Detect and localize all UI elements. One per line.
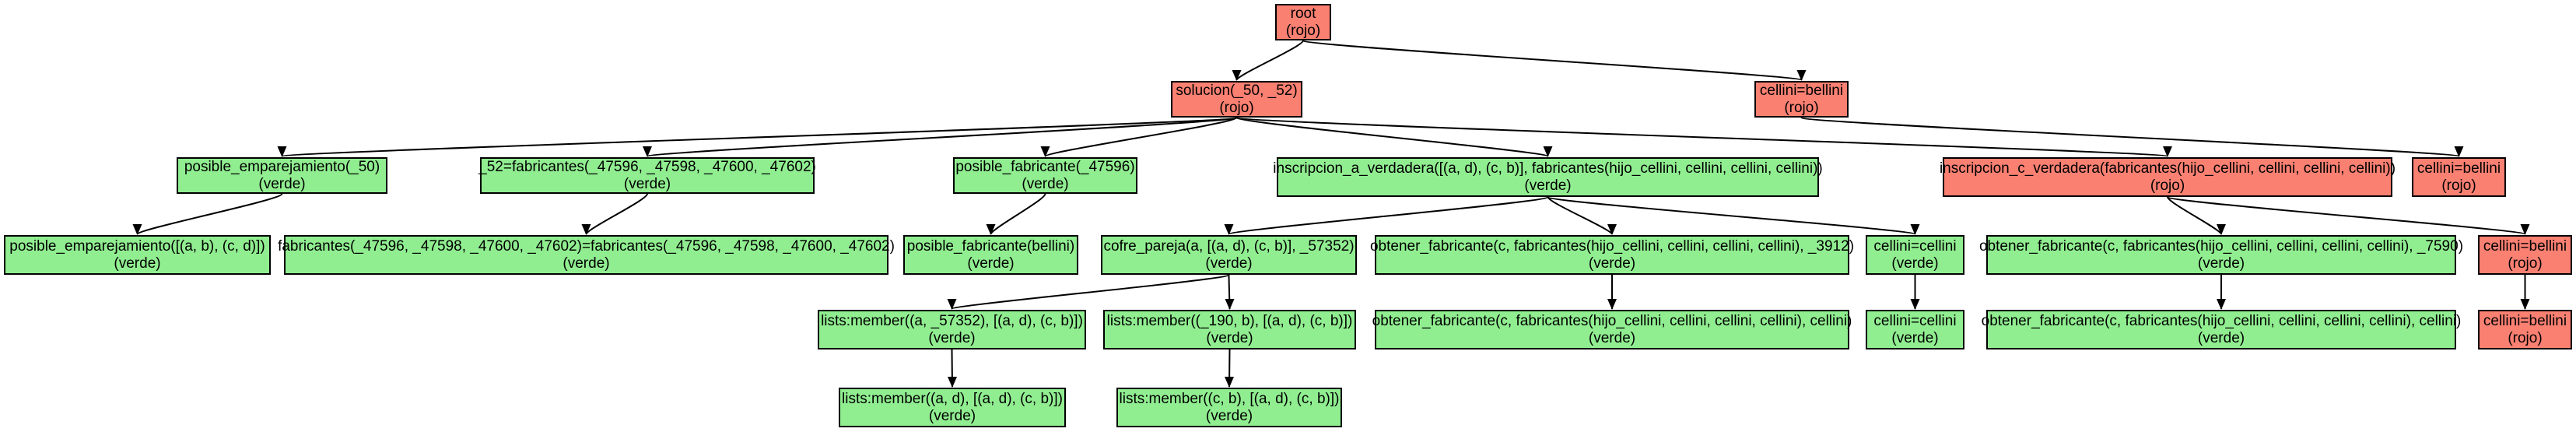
node-lists-member-resolved: lists:member((a, d), [(a, d), (c, b)])(v… (839, 388, 1066, 427)
node-lists-member: lists:member((_190, b), [(a, d), (c, b)]… (1103, 310, 1356, 349)
node-fabricantes-equality: fabricantes(_47596, _47598, _47600, _476… (278, 235, 895, 275)
edge-sol-pe50 (279, 117, 1238, 157)
edge-lm2-lm2b (1225, 349, 1235, 388)
node-cellini-bellini: cellini=bellini(rojo) (2478, 235, 2572, 275)
node-obtener-fabricante: obtener_fabricante(c, fabricantes(hijo_c… (1370, 235, 1854, 275)
edge-iav-cc1 (1547, 196, 1919, 235)
node-posible-emparejamiento-list: posible_emparejamiento([(a, b), (c, d)])… (4, 235, 271, 275)
edge-cofre-lm1 (948, 274, 1230, 310)
node-posible-emparejamiento: posible_emparejamiento(_50)(verde) (177, 157, 387, 194)
edge-fab52-fabeq (581, 193, 648, 235)
node-cellini-cellini: cellini=cellini(verde) (1866, 310, 1964, 349)
node-posible-fabricante: posible_fabricante(_47596)(verde) (953, 157, 1137, 194)
node-posible-fabricante-bellini: posible_fabricante(bellini)(verde) (903, 235, 1078, 275)
edge-cb1-cb2 (1800, 117, 2462, 157)
edge-root-cb1 (1302, 40, 1806, 81)
node-solucion: solucion(_50, _52)(rojo) (1171, 81, 1302, 118)
node-obtener-fabricante-resolved: obtener_fabricante(c, fabricantes(hijo_c… (1372, 310, 1852, 349)
node-cellini-bellini: cellini=bellini(rojo) (1754, 81, 1849, 118)
node-cellini-cellini: cellini=cellini(verde) (1866, 235, 1964, 275)
edge-lm1-lm1b (947, 349, 957, 388)
edge-sol-pf (1040, 117, 1238, 157)
edge-pe50-pe2 (132, 193, 283, 235)
node-inscripcion-a-verdadera: inscripcion_a_verdadera([(a, d), (c, b)]… (1273, 157, 1823, 197)
node-lists-member: lists:member((a, _57352), [(a, d), (c, b… (818, 310, 1086, 349)
edge-root-sol (1232, 40, 1304, 81)
edge-cofre-lm2 (1225, 274, 1235, 310)
node-obtener-fabricante-resolved: obtener_fabricante(c, fabricantes(hijo_c… (1982, 310, 2461, 349)
edge-sol-icv (1235, 117, 2171, 157)
edge-sol-iav (1235, 117, 1552, 157)
node-cellini-bellini: cellini=bellini(rojo) (2478, 310, 2572, 349)
node-inscripcion-c-verdadera: inscripcion_c_verdadera(fabricantes(hijo… (1940, 157, 2396, 197)
edge-iav-cofre (1225, 196, 1549, 235)
node-cellini-bellini: cellini=bellini(rojo) (2412, 157, 2506, 197)
node-cofre-pareja: cofre_pareja(a, [(a, d), (c, b)], _57352… (1101, 235, 1357, 275)
node-lists-member-resolved: lists:member((c, b), [(a, d), (c, b)])(v… (1116, 388, 1342, 427)
edge-iav-ofc1 (1547, 196, 1617, 235)
edge-sol-fab52 (643, 117, 1238, 157)
edge-icv-ofc2 (2167, 196, 2226, 235)
node-fabricantes-assign: _52=fabricantes(_47596, _47598, _47600, … (478, 157, 816, 194)
edge-icv-cb3 (2167, 196, 2529, 235)
node-obtener-fabricante: obtener_fabricante(c, fabricantes(hijo_c… (1979, 235, 2463, 275)
node-root: root(rojo) (1275, 4, 1331, 40)
edge-pf-pfb (986, 193, 1046, 235)
